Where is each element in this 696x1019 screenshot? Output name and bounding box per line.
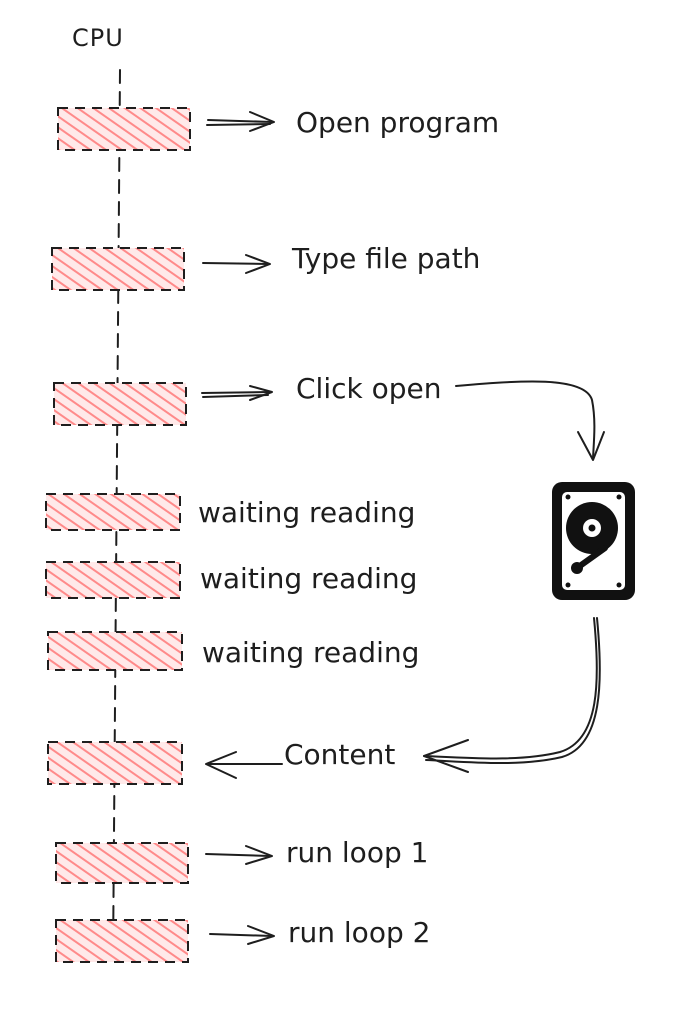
- step-box-open-program: [57, 107, 191, 151]
- step-box-run-loop-2: [55, 919, 189, 963]
- arrow-left-content: [205, 751, 283, 779]
- arrow-right-run-loop-1: [205, 845, 273, 865]
- step-label-open-program: Open program: [296, 106, 499, 139]
- step-box-run-loop-1: [55, 842, 189, 884]
- step-box-waiting-2: [45, 561, 181, 599]
- step-box-waiting-3: [47, 631, 183, 671]
- step-label-click-open: Click open: [296, 372, 442, 405]
- arrow-right-type-file-path: [202, 254, 271, 274]
- curved-arrow-to-disk: [455, 380, 605, 461]
- step-box-click-open: [53, 382, 187, 426]
- step-box-waiting-1: [45, 493, 181, 531]
- arrow-right-click-open: [201, 385, 273, 401]
- arrow-right-run-loop-2: [209, 925, 275, 945]
- step-label-waiting-2: waiting reading: [200, 562, 417, 595]
- cpu-title: CPU: [72, 24, 124, 52]
- step-label-waiting-3: waiting reading: [202, 636, 419, 669]
- hard-drive-icon: [552, 482, 635, 600]
- step-box-content: [47, 741, 183, 785]
- step-label-run-loop-2: run loop 2: [288, 916, 430, 949]
- step-label-content: Content: [284, 738, 395, 771]
- step-label-type-file-path: Type file path: [291, 242, 480, 275]
- curved-arrow-from-disk: [423, 617, 601, 773]
- step-label-waiting-1: waiting reading: [198, 496, 415, 529]
- arrow-right-open-program: [206, 111, 275, 132]
- step-label-run-loop-1: run loop 1: [286, 836, 428, 869]
- step-box-type-file-path: [51, 247, 185, 291]
